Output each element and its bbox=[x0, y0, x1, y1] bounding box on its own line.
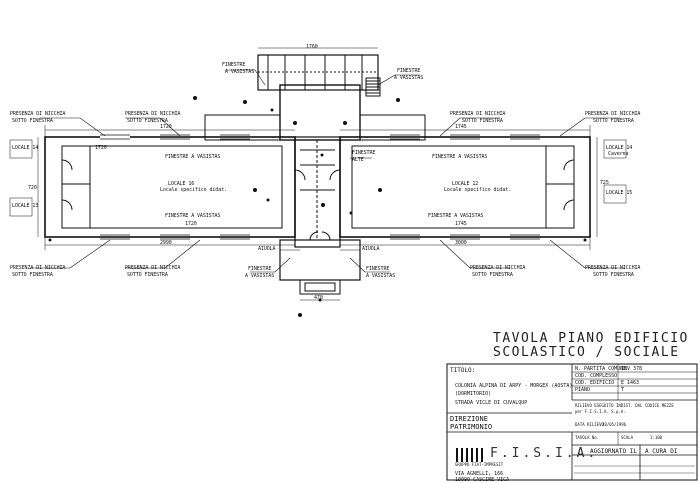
dimension-label: 3000 bbox=[455, 240, 467, 246]
sheet-title-line-1: TAVOLA PIANO EDIFICIO bbox=[493, 331, 689, 346]
scala-label: SCALA bbox=[621, 435, 634, 440]
data-rilievo-value: 28/05/1996 bbox=[602, 422, 627, 427]
label-sotto-finestra: SOTTO FINESTRA bbox=[127, 272, 168, 278]
label-sotto-finestra: SOTTO FINESTRA bbox=[12, 118, 53, 124]
cod-complesso-label: COD. COMPLESSO bbox=[575, 373, 618, 379]
label-locale-12-sub: Locale specifico didat. bbox=[444, 187, 511, 193]
label-finestre-vasistas: FINESTRE A VASISTAS bbox=[428, 213, 484, 219]
piano-label: PIANO bbox=[575, 387, 591, 393]
label-sotto-finestra: SOTTO FINESTRA bbox=[593, 118, 634, 124]
address-line-2: (DORMITORIO) bbox=[455, 391, 492, 397]
label-finestre-vasistas: FINESTRE A VASISTAS bbox=[165, 213, 221, 219]
label-finestre-vasistas: FINESTRE A VASISTAS bbox=[165, 154, 221, 160]
patrimonio-label: PATRIMONIO bbox=[450, 423, 493, 431]
label-aiuola: AIUOLA bbox=[362, 246, 380, 252]
piano-value: T bbox=[621, 387, 625, 393]
label-nicchia: PRESENZA DI NICCHIA bbox=[125, 265, 181, 271]
label-locale-14-right: LOCALE 14 bbox=[606, 145, 633, 151]
dimension-label: 2990 bbox=[160, 240, 172, 246]
label-locale-16-sub: Locale specifico didat. bbox=[160, 187, 227, 193]
label-locale-16: LOCALE 16 bbox=[168, 181, 195, 187]
central-corridor bbox=[294, 136, 341, 248]
label-sotto-finestra: SOTTO FINESTRA bbox=[593, 272, 634, 278]
label-locale-12: LOCALE 12 bbox=[452, 181, 479, 187]
label-caverna: Caverna bbox=[608, 151, 629, 157]
label-locale-14: LOCALE 14 bbox=[12, 145, 39, 151]
label-sotto-finestra: SOTTO FINESTRA bbox=[472, 272, 513, 278]
data-rilievo-label: DATA RILIEVO bbox=[575, 422, 604, 427]
floor-plan bbox=[9, 47, 627, 317]
fisia-logo bbox=[456, 448, 483, 462]
label-finestre-alte: FINESTRE bbox=[352, 150, 376, 156]
label-vasistas: A VASISTAS bbox=[245, 273, 275, 279]
titolo-label: TITOLO: bbox=[450, 367, 476, 374]
partita-label: N. PARTITA COMUNE bbox=[575, 366, 627, 372]
room-locale-13 bbox=[61, 183, 91, 229]
cod-edificio-label: COD. EDIFICIO bbox=[575, 380, 615, 386]
label-finestre-vasistas: FINESTRE A VASISTAS bbox=[432, 154, 488, 160]
label-sotto-finestra: SOTTO FINESTRA bbox=[12, 272, 53, 278]
label-sotto-finestra: SOTTO FINESTRA bbox=[127, 118, 168, 124]
label-finestre: FINESTRE bbox=[248, 266, 272, 272]
label-vasistas: A VASISTAS bbox=[366, 273, 396, 279]
label-locale-15: LOCALE 15 bbox=[606, 190, 633, 196]
label-alte: ALTE bbox=[352, 157, 364, 163]
central-block bbox=[279, 84, 361, 141]
label-finestre: FINESTRE bbox=[366, 266, 390, 272]
label-nicchia: PRESENZA DI NICCHIA bbox=[10, 265, 66, 271]
label-locale-13: LOCALE 13 bbox=[12, 203, 39, 209]
room-locale-15 bbox=[545, 183, 575, 229]
dimension-label: 1720 bbox=[95, 145, 107, 151]
address-line-3: STRADA VICLE DI CUVALQUP bbox=[455, 400, 528, 406]
partita-value: INV 378 bbox=[621, 366, 643, 372]
label-vasistas: A VASISTAS bbox=[225, 69, 255, 75]
sheet-title-line-2: SCOLASTICO / SOCIALE bbox=[493, 345, 680, 360]
north-annex-right bbox=[359, 114, 426, 141]
dimension-label: 725 bbox=[600, 180, 609, 186]
rilievo-note: RILIEVO ESEGUITO INDIST. DAL CODICE MEZZ… bbox=[575, 403, 674, 408]
gruppo-label: GRUPPO FIAT-IMPRESIT bbox=[455, 462, 504, 467]
north-annex bbox=[204, 114, 281, 141]
rilievo-note-2: per F.I.S.I.A. S.p.A. bbox=[575, 409, 626, 414]
label-sotto-finestra: SOTTO FINESTRA bbox=[462, 118, 503, 124]
label-nicchia: PRESENZA DI NICCHIA bbox=[450, 111, 506, 117]
company-address-1: VIA AGNELLI, 166 bbox=[455, 471, 504, 477]
logo-wordmark: F.I.S.I.A. bbox=[490, 446, 599, 461]
entrance-steps-inner bbox=[304, 282, 336, 292]
tavola-label: TAVOLA No. bbox=[575, 435, 600, 440]
dimension-label: 1745 bbox=[455, 124, 467, 130]
dimension-label: 1720 bbox=[160, 124, 172, 130]
scala-value: 1:100 bbox=[650, 435, 663, 440]
label-nicchia: PRESENZA DI NICCHIA bbox=[125, 111, 181, 117]
label-nicchia: PRESENZA DI NICCHIA bbox=[10, 111, 66, 117]
dimension-label: 470 bbox=[314, 295, 323, 301]
cod-edificio-value: E 1463 bbox=[621, 380, 640, 386]
aggiornato-label: AGGIORNATO IL bbox=[590, 448, 637, 455]
a-cura-label: A CURA DI bbox=[645, 448, 678, 455]
company-address-2: 10090 CASCINE VICA bbox=[455, 477, 510, 483]
label-nicchia: PRESENZA DI NICCHIA bbox=[470, 265, 526, 271]
label-nicchia: PRESENZA DI NICCHIA bbox=[585, 265, 641, 271]
label-nicchia: PRESENZA DI NICCHIA bbox=[585, 111, 641, 117]
address-line-1: COLONIA ALPINA DI ARPY - MORGEX (AOSTA) bbox=[455, 383, 573, 389]
dimension-label: 1745 bbox=[455, 221, 467, 227]
label-finestre: FINESTRE bbox=[222, 62, 246, 68]
dimension-label: 1760 bbox=[306, 44, 318, 50]
label-finestre: FINESTRE bbox=[397, 68, 421, 74]
dimension-label: 720 bbox=[28, 185, 37, 191]
label-aiuola: AIUOLA bbox=[258, 246, 276, 252]
direzione-label: DIREZIONE bbox=[450, 415, 488, 423]
label-vasistas: A VASISTAS bbox=[394, 75, 424, 81]
dimension-label: 1720 bbox=[185, 221, 197, 227]
entrance-steps bbox=[299, 279, 341, 295]
